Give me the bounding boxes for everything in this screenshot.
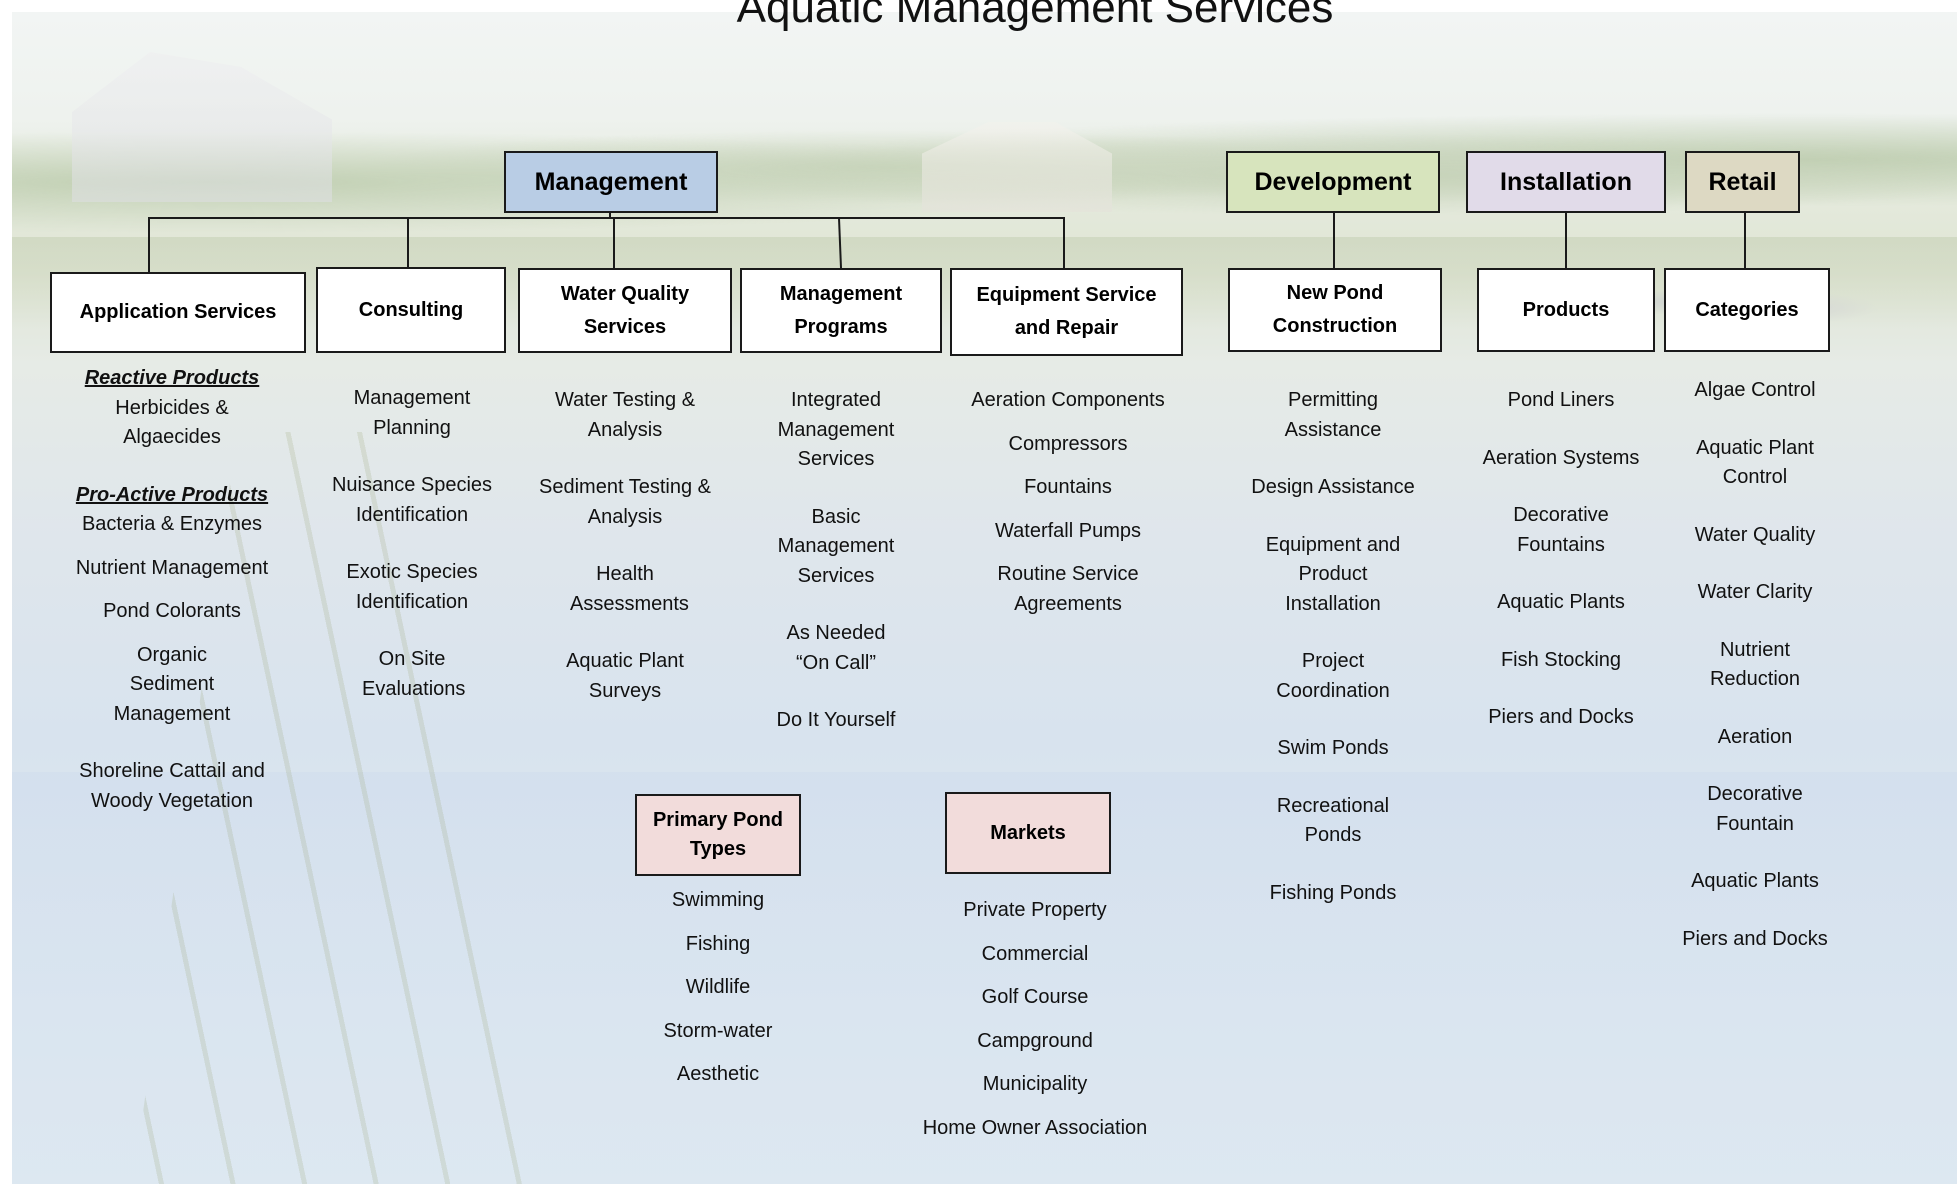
list-item: Nutrient Management [75,556,269,579]
list-item: Fish Stocking [1500,648,1622,671]
list-item: Do It Yourself [776,709,896,731]
list-item: Nutrient Reduction [1709,638,1801,691]
list-item: Aeration Components [971,389,1165,411]
list-item: Integrated Management Services [777,389,895,470]
equipment-list: Aeration Components Compressors Fountain… [950,386,1186,619]
markets-list: Private Property Commercial Golf Course … [895,896,1175,1143]
reactive-products-header: Reactive Products [84,367,260,389]
list-item: Project Coordination [1276,650,1390,702]
list-item: Sediment Testing & Analysis [539,476,711,528]
new-pond-list: Permitting Assistance Design Assistance … [1236,386,1430,908]
list-item: As Needed “On Call” [786,622,886,674]
list-item: Aquatic Plants [1691,870,1819,892]
list-item: Water Testing & Analysis [554,389,696,441]
list-item: Basic Management Services [777,505,895,587]
list-item: Storm-water [663,1019,773,1042]
list-item: Design Assistance [1251,476,1415,498]
list-item: Swim Ponds [1277,737,1389,759]
list-item: Aquatic Plants [1497,591,1625,613]
list-item: Decorative Fountain [1707,783,1803,835]
management-box: Management [504,151,718,213]
list-item: Aesthetic [676,1063,760,1085]
list-item: Routine Service Agreements [997,563,1139,615]
list-item: Aeration [1717,725,1793,748]
list-item: Water Clarity [1697,581,1813,603]
installation-box: Installation [1466,151,1666,213]
proactive-products-header: Pro-Active Products [75,483,269,506]
development-box: Development [1226,151,1440,213]
list-item: Golf Course [981,986,1089,1008]
primary-pond-types-box: Primary Pond Types [635,794,801,876]
list-item: Private Property [963,899,1107,921]
products-box: Products [1477,268,1655,352]
list-item: Wildlife [685,976,751,998]
list-item: Piers and Docks [1682,927,1828,950]
list-item: Aquatic Plant Control [1696,436,1814,489]
list-item: Nuisance Species Identification [331,474,493,526]
water-quality-list: Water Testing & Analysis Sediment Testin… [530,386,720,706]
list-item: Piers and Docks [1488,706,1634,728]
list-item: Water Quality [1694,523,1816,546]
management-programs-box: Management Programs [740,268,942,353]
markets-box: Markets [945,792,1111,874]
list-item: Herbicides & Algaecides [115,396,229,449]
list-item: Home Owner Association [922,1116,1148,1139]
list-item: Municipality [982,1073,1088,1095]
list-item: Health Assessments [570,563,689,615]
list-item: Decorative Fountains [1513,504,1609,556]
retail-box: Retail [1685,151,1800,213]
categories-list: Algae Control Aquatic Plant Control Wate… [1670,376,1840,954]
list-item: On Site Evaluations [362,648,466,700]
application-services-box: Application Services [50,272,306,353]
list-item: Bacteria & Enzymes [81,513,263,535]
list-item: Equipment and Product Installation [1265,533,1401,615]
pond-types-list: Swimming Fishing Wildlife Storm-water Ae… [630,886,806,1090]
list-item: Algae Control [1694,379,1816,401]
list-item: Pond Colorants [103,600,241,622]
list-item: Fishing [685,932,751,955]
list-item: Permitting Assistance [1284,389,1382,441]
list-item: Recreational Ponds [1276,794,1390,847]
management-programs-list: Integrated Management Services Basic Man… [748,386,924,736]
list-item: Campground [977,1029,1093,1052]
list-item: Organic Sediment Management [113,643,231,725]
application-services-list: Reactive Products Herbicides & Algaecide… [52,364,292,816]
list-item: Management Planning [353,387,471,439]
consulting-box: Consulting [316,267,506,353]
list-item: Shoreline Cattail and Woody Vegetation [79,760,265,812]
equipment-service-box: Equipment Service and Repair [950,268,1183,356]
list-item: Aquatic Plant Surveys [566,650,684,702]
list-item: Commercial [981,942,1089,965]
water-quality-services-box: Water Quality Services [518,268,732,353]
categories-box: Categories [1664,268,1830,352]
list-item: Aeration Systems [1482,446,1640,469]
list-item: Swimming [671,889,765,911]
chart-title: Aquatic Management Services [736,0,1334,32]
consulting-list: Management Planning Nuisance Species Ide… [322,384,502,704]
list-item: Fishing Ponds [1269,881,1397,904]
new-pond-construction-box: New Pond Construction [1228,268,1442,352]
list-item: Exotic Species Identification [346,561,478,613]
list-item: Waterfall Pumps [995,519,1141,542]
list-item: Pond Liners [1507,389,1615,411]
list-item: Fountains [1024,476,1112,498]
list-item: Compressors [1008,432,1128,455]
products-list: Pond Liners Aeration Systems Decorative … [1468,386,1654,733]
